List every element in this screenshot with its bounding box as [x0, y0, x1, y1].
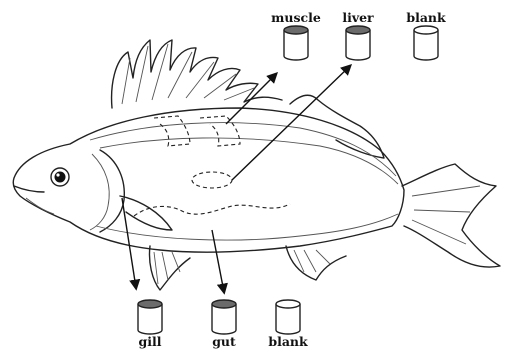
tube-bottom-2: gut	[212, 300, 236, 349]
dorsal-soft-fin	[290, 95, 384, 158]
tube-label-blank: blank	[268, 334, 308, 349]
gill-cover	[100, 150, 124, 232]
tube-label-gut: gut	[212, 334, 236, 349]
tube-cap-empty	[276, 300, 300, 308]
fish-mouth	[14, 186, 44, 192]
tube-top-3: blank	[406, 10, 446, 60]
fish-eye	[51, 168, 69, 186]
tube-bottom-3: blank	[268, 300, 308, 349]
dorsal-fin-rays	[122, 44, 254, 104]
arrow-to-muscle	[226, 74, 276, 124]
tube-top-1: muscle	[271, 10, 321, 60]
fish-body	[13, 108, 404, 252]
arrow-to-gut	[212, 230, 224, 292]
anal-fin	[286, 246, 346, 280]
tube-label-gill: gill	[139, 334, 162, 349]
tube-label-muscle: muscle	[271, 10, 321, 25]
liver-region	[192, 172, 232, 188]
muscle-region-2	[200, 116, 240, 146]
fish-illustration	[13, 40, 500, 290]
tube-cap-filled	[212, 300, 236, 308]
tube-cap-filled	[284, 26, 308, 34]
tube-cap-filled	[138, 300, 162, 308]
sampling-arrows	[122, 66, 350, 292]
tube-top-2: liver	[342, 10, 374, 60]
muscle-region-1	[154, 116, 190, 146]
arrow-to-gill	[122, 198, 136, 288]
tube-cap-filled	[346, 26, 370, 34]
caudal-fin	[402, 164, 500, 267]
tube-label-blank: blank	[406, 10, 446, 25]
tube-label-liver: liver	[342, 10, 374, 25]
tube-bottom-1: gill	[138, 300, 162, 349]
pectoral-fin	[120, 196, 172, 230]
tube-cap-empty	[414, 26, 438, 34]
